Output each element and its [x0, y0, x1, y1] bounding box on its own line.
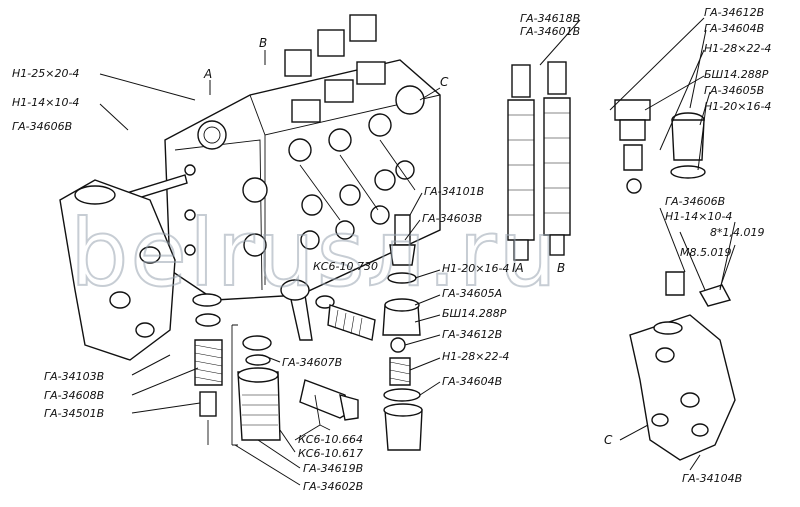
- label-ga-34603b: ГА-34603В: [422, 212, 482, 225]
- label-n1-14x10-4-right: Н1-14×10-4: [665, 210, 732, 223]
- label-b3-14-288p-top: БШ14.288Р: [704, 68, 769, 81]
- label-ga-34604b-top: ГА-34604В: [704, 22, 764, 35]
- label-n1-20x16-4-top: Н1-20×16-4: [704, 100, 771, 113]
- distributor-housing: [119, 14, 441, 341]
- label-ga-34604b-mid: ГА-34604В: [442, 375, 502, 388]
- right-top-valve: [614, 99, 706, 194]
- label-ga-34101b: ГА-34101В: [424, 185, 484, 198]
- label-ks6-10-617: КС6-10.617: [298, 447, 363, 460]
- label-m8-5-019: М8.5.019: [680, 246, 731, 259]
- label-ks6-10-664: КС6-10.664: [298, 433, 363, 446]
- label-ga-34602b: ГА-34602В: [303, 480, 363, 493]
- centre-spool: [387, 214, 417, 284]
- label-ga-34608b: ГА-34608В: [44, 389, 104, 402]
- label-c-bottom: С: [604, 433, 613, 447]
- label-ga-34606b-right: ГА-34606В: [665, 195, 725, 208]
- label-ga-34601b: ГА-34601В: [520, 25, 580, 38]
- left-bracket: [59, 179, 176, 361]
- banjo-bolt: [299, 379, 359, 431]
- leader-lines: [99, 17, 736, 486]
- label-b3-14-288p-mid: БШ14.288Р: [442, 307, 507, 320]
- label-a: А: [203, 67, 212, 81]
- label-c-top: С: [440, 75, 449, 89]
- label-spool-ia: IА: [512, 261, 524, 275]
- label-n1-14x10-4-left: Н1-14×10-4: [12, 96, 79, 109]
- label-ga-34605b: ГА-34605В: [704, 84, 764, 97]
- pipe-fitting: [280, 279, 376, 341]
- label-ga-34606b-left: ГА-34606В: [12, 120, 72, 133]
- label-ga-34605a: ГА-34605А: [442, 287, 502, 300]
- label-ks6-10-730: КС6-10.730: [313, 260, 378, 273]
- label-b: В: [259, 36, 267, 50]
- label-n1-28x22-4-mid: Н1-28×22-4: [442, 350, 509, 363]
- label-ga-34612b-top: ГА-34612В: [704, 6, 764, 19]
- label-ga-34104b: ГА-34104В: [682, 472, 742, 485]
- label-ga-34103b: ГА-34103В: [44, 370, 104, 383]
- label-ga-34612b-mid: ГА-34612В: [442, 328, 502, 341]
- label-spool-b: В: [557, 261, 565, 275]
- label-n1-25x20-4: Н1-25×20-4: [12, 67, 79, 80]
- label-ga-34501b: ГА-34501В: [44, 407, 104, 420]
- relief-valve-stack: [382, 298, 423, 451]
- right-bracket: [629, 271, 736, 461]
- cap-assembly: [237, 335, 281, 441]
- left-stack: [192, 293, 238, 446]
- label-n1-20x16-4-mid: Н1-20×16-4: [442, 262, 509, 275]
- label-ga-34607b: ГА-34607В: [282, 356, 342, 369]
- watermark-text: belrusл.ru: [70, 200, 559, 307]
- spool-pair: [507, 61, 571, 261]
- label-ga-34618b: ГА-34618В: [520, 12, 580, 25]
- part-labels: Н1-25×20-4 Н1-14×10-4 ГА-34606В А В С ГА…: [12, 6, 771, 493]
- label-n1-28x22-4-top: Н1-28×22-4: [704, 42, 771, 55]
- label-8x1-4-019: 8*1,4.019: [710, 226, 764, 239]
- label-ga-34619b: ГА-34619В: [303, 462, 363, 475]
